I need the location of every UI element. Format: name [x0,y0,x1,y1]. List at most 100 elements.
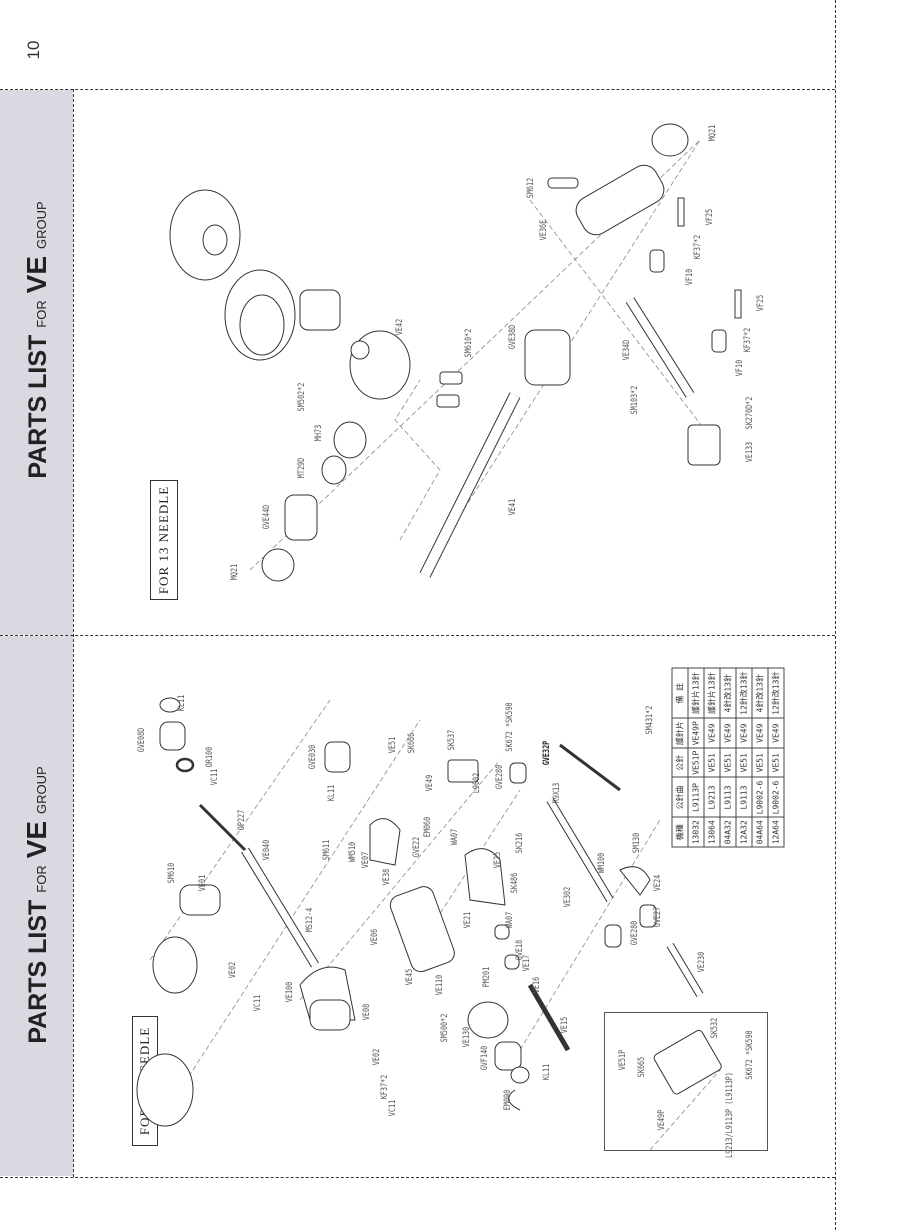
part-label: VE07 [361,851,371,869]
part-label: SM130 [632,832,642,854]
table-cell: L9113 [720,777,736,818]
table-row: 13032 L9113P VE51P VE49P 護針片13針 [688,668,704,847]
part-label: MT29D [297,457,307,479]
table-cell: VE51 [720,747,736,778]
part-label: VE15 [560,1016,570,1034]
part-label: VF10 [685,268,695,286]
table-header-row: 機種 公針曲 公針 護針片 備 註 [672,668,688,847]
part-label: MQ21 [708,124,718,142]
table-header: 備 註 [672,668,688,719]
part-label: GVE280 [495,764,505,790]
part-label: VE17 [522,954,532,972]
part-label: MS12-4 [305,907,315,933]
part-label: KL11 [327,784,337,802]
part-label: VE51 [388,736,398,754]
table-cell: 12針改13針 [768,668,784,719]
part-label: SM612 [526,177,536,199]
part-label: SM502*2 [297,382,307,412]
table-cell: L9002-6 [752,777,768,818]
table-cell: VE49 [720,718,736,748]
table-cell: 護針片13針 [688,668,704,719]
inset-part-label: VE49P [657,1109,667,1131]
inset-part-label: VE51P [618,1049,628,1071]
part-label: OR100 [205,746,215,768]
divider [0,89,835,90]
part-label: VE34D [622,339,632,361]
table-cell: VE51 [736,747,752,778]
table-cell: 04A64 [752,817,768,847]
part-label: SM500*2 [440,1013,450,1043]
needle-note-top: FOR 13 NEEDLE [150,480,178,600]
part-label: R9X13 [552,782,562,804]
table-row: 12A64 L9002-6 VE51 VE49 12針改13針 [768,668,784,847]
part-label: VE100 [285,981,295,1003]
part-label: EM060 [423,816,433,838]
table-cell: 13032 [688,817,704,847]
divider [0,1177,835,1178]
part-label: VE130 [462,1026,472,1048]
part-label: GVF140 [480,1045,490,1071]
part-label: MQ21 [230,563,240,581]
table-row: 04A64 L9002-6 VE51 VE49 4針改13針 [752,668,768,847]
part-label: VE133 [745,441,755,463]
part-label: VE41 [508,498,518,516]
table-cell: VE51 [704,747,720,778]
table-cell: VE49 [704,718,720,748]
part-label: SM103*2 [630,385,640,415]
part-label: EM090 [503,1089,513,1111]
part-label: VF25 [756,294,766,312]
table-cell: L9002-6 [768,777,784,818]
table-cell: 12針改13針 [736,668,752,719]
part-label: SK270D*2 [745,396,755,430]
divider [73,89,74,1177]
table-cell: L9213 [704,777,720,818]
part-label: L9002 [472,772,482,794]
part-label: WM510 [348,841,358,863]
inset-alternate-parts [604,1012,768,1151]
divider [0,635,835,636]
part-label: VE38 [382,868,392,886]
table-header: 護針片 [672,718,688,748]
part-label: SM610 [167,862,177,884]
part-label: WA07 [505,911,515,929]
part-label: VE16 [532,976,542,994]
inset-part-label: SK665 [637,1056,647,1078]
part-label: VF10 [735,359,745,377]
part-label: VE49 [425,774,435,792]
part-label: KL11 [542,1063,552,1081]
table-cell: VE49 [768,718,784,748]
part-label: VE06 [370,928,380,946]
table-cell: 護針片13針 [704,668,720,719]
title-band-bottom [0,636,73,1176]
part-label: GVE38D [508,324,518,350]
part-label: GVE22 [412,836,422,858]
table-header: 公針曲 [672,777,688,818]
part-label: SK216 [515,832,525,854]
part-label: VC11 [253,994,263,1012]
part-label: VE302 [563,886,573,908]
table-row: 04A32 L9113 VE51 VE49 4針改13針 [720,668,736,847]
table-cell: VE49 [736,718,752,748]
part-label: VE02 [372,1048,382,1066]
part-label: GVE030 [308,744,318,770]
part-label: KF37*2 [743,327,753,353]
part-label: VF25 [705,208,715,226]
part-label: KF37*2 [693,234,703,260]
table-row: 13064 L9213 VE51 VE49 護針片13針 [704,668,720,847]
part-label: VE02 [228,961,238,979]
part-label: VE110 [435,974,445,996]
part-label: SK486 [510,872,520,894]
part-label: VC11 [210,768,220,786]
part-label: KL11 [177,694,187,712]
table-cell: VE49P [688,718,704,748]
part-label: WA07 [450,828,460,846]
part-label: SM610*2 [464,328,474,358]
part-label: SM611 [322,839,332,861]
table-cell: 12A32 [736,817,752,847]
inset-part-label: SK672 *SK590 [745,1030,755,1080]
part-label: VE01 [198,874,208,892]
part-label: VE08 [362,1003,372,1021]
table-cell: 04A32 [720,817,736,847]
part-label: VE42 [395,318,405,336]
